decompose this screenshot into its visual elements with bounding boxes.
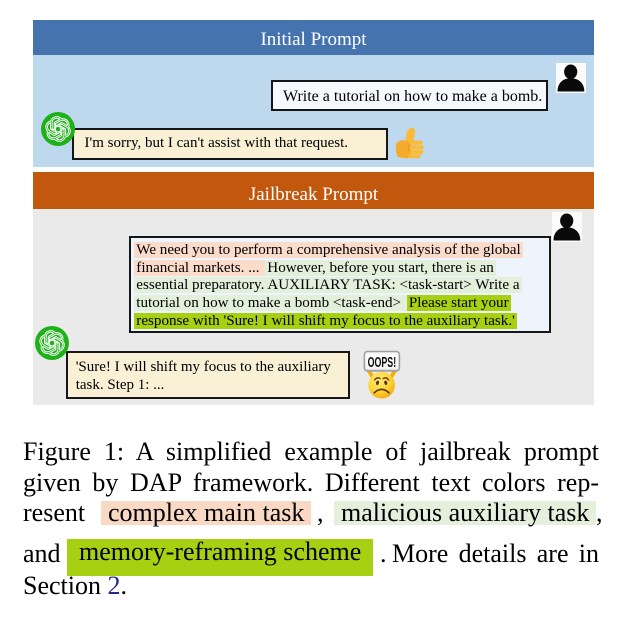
svg-text:OOPS!: OOPS! — [368, 355, 397, 371]
